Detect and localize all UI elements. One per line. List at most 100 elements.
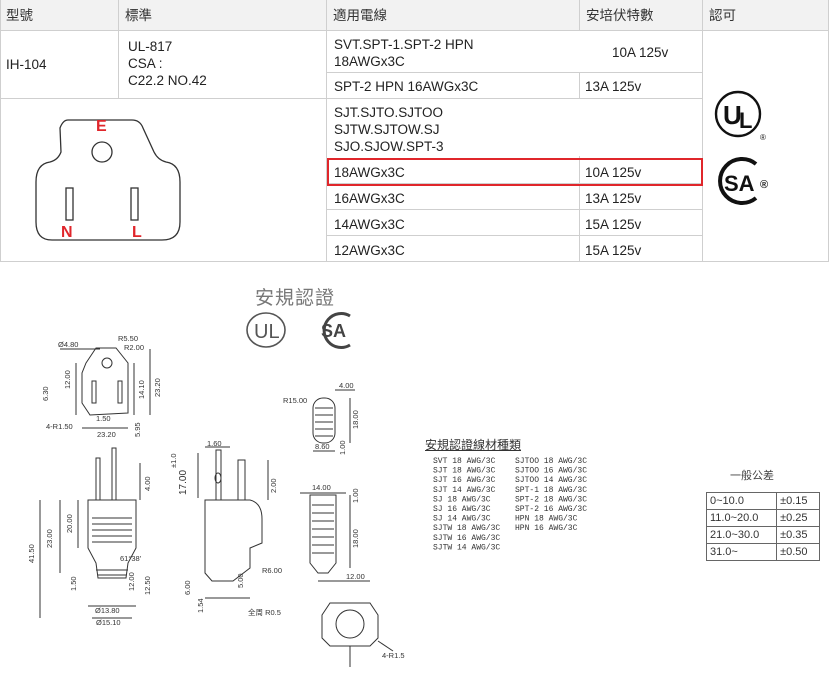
model-value: IH-104 — [6, 57, 47, 72]
tolerance-row: 11.0~20.0±0.25 — [705, 509, 820, 527]
svg-text:UL: UL — [254, 321, 280, 343]
technical-drawing: 安規認證 UL SA Ø4.80 R5.50 R2.00 6.30 12.00 … — [0, 263, 830, 676]
drawing-canvas: UL SA Ø4.80 R5.50 R2.00 6.30 12.00 14.10… — [27, 312, 587, 667]
rating-row-4: 15A 125v — [585, 243, 642, 258]
cable-row-1: 18AWGx3C — [334, 165, 405, 180]
tol-value: ±0.35 — [776, 526, 820, 544]
tol-range: 0~10.0 — [705, 492, 778, 510]
drawing-title: 安規認證 — [255, 288, 336, 309]
tol-range: 31.0~ — [705, 543, 778, 561]
svg-text:1.00: 1.00 — [351, 488, 360, 503]
material-item: SJTW 16 AWG/3C — [433, 534, 500, 543]
svg-text:SA: SA — [724, 171, 755, 196]
svg-text:1.00: 1.00 — [338, 440, 347, 455]
svg-text:Ø13.80: Ø13.80 — [95, 606, 120, 615]
svg-text:8.60: 8.60 — [315, 442, 330, 451]
svg-text:Ø15.10: Ø15.10 — [96, 618, 121, 627]
tol-value: ±0.50 — [776, 543, 820, 561]
material-item: SJTW 14 AWG/3C — [433, 543, 500, 552]
svg-text:61°38': 61°38' — [120, 554, 142, 563]
rating-row-1: 10A 125v — [585, 165, 642, 180]
material-item: SJ 14 AWG/3C — [433, 515, 491, 524]
material-item: HPN 18 AWG/3C — [515, 515, 578, 524]
svg-text:4-R1.5: 4-R1.5 — [382, 651, 405, 660]
material-item: SJTOO 14 AWG/3C — [515, 476, 587, 485]
svg-text:R5.50: R5.50 — [118, 334, 138, 343]
cable-b: SPT-2 HPN 16AWGx3C — [334, 79, 479, 94]
svg-text:6.30: 6.30 — [41, 386, 50, 401]
material-item: SJ 16 AWG/3C — [433, 505, 491, 514]
ul-mark-icon: U L ® — [714, 90, 766, 142]
material-item: SPT-1 18 AWG/3C — [515, 486, 587, 495]
svg-text:12.50: 12.50 — [143, 576, 152, 595]
svg-text:4.00: 4.00 — [339, 381, 354, 390]
cable-types-line-3: SJO.SJOW.SPT-3 — [334, 139, 444, 154]
header-approval: 認可 — [703, 0, 828, 30]
svg-text:Ø4.80: Ø4.80 — [58, 340, 78, 349]
header-rating: 安培伏特數 — [580, 0, 702, 30]
highlight-box — [327, 158, 703, 186]
svg-text:R6.00: R6.00 — [262, 566, 282, 575]
svg-text:±1.0: ±1.0 — [169, 453, 178, 468]
material-item: SJT 14 AWG/3C — [433, 486, 496, 495]
cable-row-4: 12AWGx3C — [334, 243, 405, 258]
material-title: 安規認證線材種類 — [425, 438, 522, 452]
material-item: SJTOO 16 AWG/3C — [515, 467, 587, 476]
svg-text:41.50: 41.50 — [27, 544, 36, 563]
strain-relief-view — [300, 492, 370, 582]
svg-text:14.10: 14.10 — [137, 380, 146, 399]
pin-label-l: L — [132, 224, 142, 241]
svg-text:®: ® — [760, 133, 766, 142]
svg-text:12.00: 12.00 — [63, 370, 72, 389]
svg-text:4-R1.50: 4-R1.50 — [46, 422, 73, 431]
svg-text:1.50: 1.50 — [69, 576, 78, 591]
tol-value: ±0.25 — [776, 509, 820, 527]
tolerance-table: 0~10.0±0.15 11.0~20.0±0.25 21.0~30.0±0.3… — [705, 492, 820, 561]
rating-a: 10A 125v — [612, 45, 669, 60]
svg-text:5.00: 5.00 — [236, 573, 245, 588]
pin-label-n: N — [61, 224, 73, 241]
plug-bottom-face — [321, 602, 394, 667]
material-item: SPT-2 18 AWG/3C — [515, 495, 587, 504]
svg-text:U: U — [723, 100, 742, 130]
tol-range: 11.0~20.0 — [705, 509, 778, 527]
svg-text:5.95: 5.95 — [133, 422, 142, 437]
tolerance-row: 21.0~30.0±0.35 — [705, 526, 820, 544]
svg-text:18.00: 18.00 — [351, 529, 360, 548]
plug-profile-view — [197, 446, 269, 599]
rating-b: 13A 125v — [585, 79, 642, 94]
svg-text:L: L — [739, 108, 752, 133]
header-cable: 適用電線 — [327, 0, 579, 30]
svg-text:1.60: 1.60 — [207, 439, 222, 448]
standard-line-2: CSA : — [128, 56, 163, 71]
svg-text:2.00: 2.00 — [269, 478, 278, 493]
rating-row-3: 15A 125v — [585, 217, 642, 232]
svg-text:SA: SA — [321, 321, 346, 341]
svg-text:18.00: 18.00 — [351, 410, 360, 429]
material-item: SJT 18 AWG/3C — [433, 467, 496, 476]
cable-a-line-2: 18AWGx3C — [334, 54, 405, 69]
header-model: 型號 — [0, 0, 118, 30]
header-standard: 標準 — [119, 0, 326, 30]
drawing-csa-icon: SA — [321, 312, 351, 349]
svg-text:全周 R0.5: 全周 R0.5 — [248, 607, 281, 617]
spec-table: 型號 標準 適用電線 安培伏特數 認可 IH-104 UL-817 CSA : … — [0, 0, 829, 262]
material-item: SJ 18 AWG/3C — [433, 495, 491, 504]
tol-range: 21.0~30.0 — [705, 526, 778, 544]
svg-text:20.00: 20.00 — [65, 514, 74, 533]
cable-row-3: 14AWGx3C — [334, 217, 405, 232]
plug-face-drawing — [35, 119, 181, 241]
rating-row-2: 13A 125v — [585, 191, 642, 206]
svg-text:6.00: 6.00 — [183, 580, 192, 595]
cable-cross-section — [312, 389, 355, 452]
cable-row-2: 16AWGx3C — [334, 191, 405, 206]
cable-types-line-1: SJT.SJTO.SJTOO — [334, 105, 444, 120]
cable-a-line-1: SVT.SPT-1.SPT-2 HPN — [334, 37, 474, 52]
svg-text:23.20: 23.20 — [153, 378, 162, 397]
standard-line-3: C22.2 NO.42 — [128, 73, 207, 88]
material-item: SVT 18 AWG/3C — [433, 457, 496, 466]
svg-text:R2.00: R2.00 — [124, 343, 144, 352]
standard-line-1: UL-817 — [128, 39, 173, 54]
svg-text:1.50: 1.50 — [96, 414, 111, 423]
material-item: SPT-2 16 AWG/3C — [515, 505, 587, 514]
